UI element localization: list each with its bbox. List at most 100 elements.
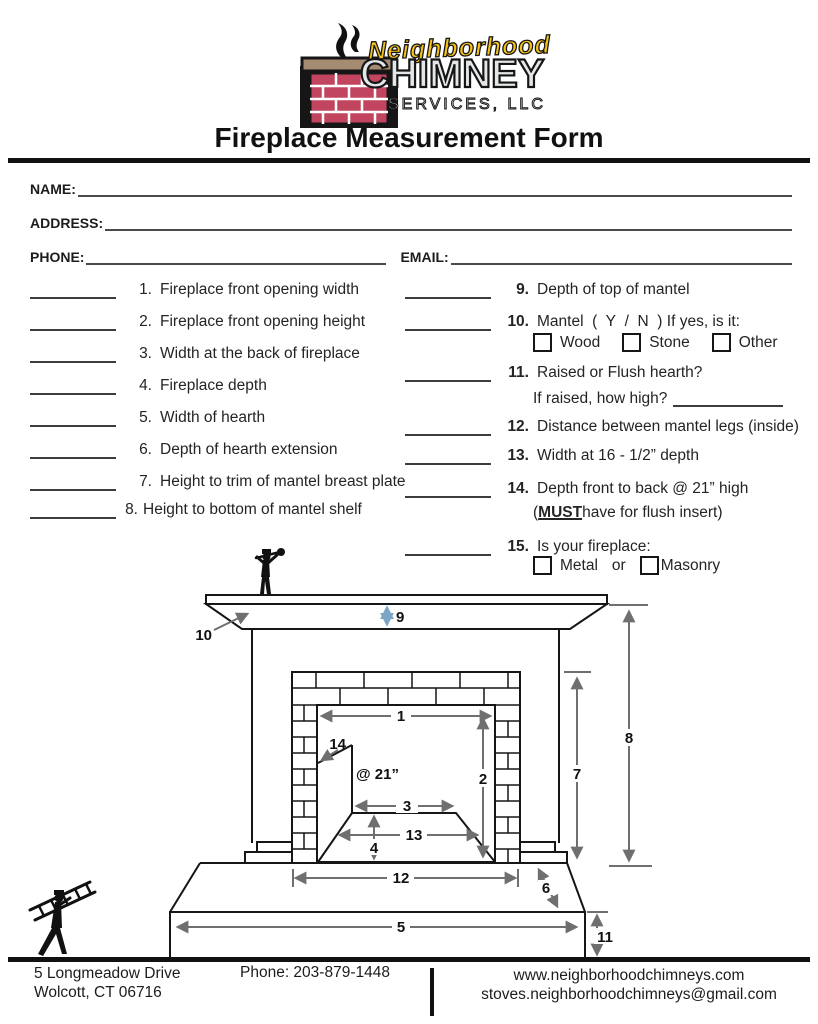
measurement-blank-13[interactable] — [405, 447, 491, 465]
item-number: 6. — [139, 441, 152, 458]
dim-label-3: 3 — [403, 798, 411, 815]
item-number: 5. — [139, 409, 152, 426]
measurement-blank-7[interactable] — [30, 473, 116, 491]
company-web-contact: www.neighborhoodchimneys.com stoves.neig… — [452, 966, 806, 1004]
measurement-blank-6[interactable] — [30, 441, 116, 459]
dim-line-14 — [319, 748, 339, 762]
item-number: 11. — [508, 364, 529, 381]
name-input-line[interactable] — [77, 180, 792, 197]
list-item: 7.Height to trim of mantel breast plate — [30, 473, 406, 491]
other-checkbox[interactable] — [711, 333, 731, 352]
chimney-sweep-ladder-icon — [28, 880, 97, 956]
item-label: Width at the back of fireplace — [160, 345, 360, 362]
mantel-shelf-top — [205, 594, 608, 605]
dim-label-10: 10 — [195, 627, 212, 644]
measurement-blank-4[interactable] — [30, 377, 116, 395]
item-label: Is your fireplace: — [537, 538, 651, 555]
page-title: Fireplace Measurement Form — [214, 122, 604, 153]
phone-email-field-row: PHONE: EMAIL: — [30, 248, 792, 265]
item-number: 12. — [507, 418, 529, 435]
address-line-1: 5 Longmeadow Drive — [34, 965, 181, 982]
metal-checkbox[interactable] — [533, 556, 552, 575]
stone-checkbox[interactable] — [622, 333, 642, 352]
measurement-blank-2[interactable] — [30, 313, 116, 331]
brick-joints-row1 — [315, 672, 509, 688]
address-input-line[interactable] — [105, 214, 792, 231]
phone-input-line[interactable] — [86, 248, 387, 265]
chimney-sweep-standing-icon — [254, 548, 285, 594]
list-item: 14. Depth front to back @ 21” high — [405, 480, 748, 498]
item-number: 13. — [507, 447, 529, 464]
left-foot-upper — [256, 841, 293, 853]
item-number: 10. — [507, 313, 529, 330]
smoke-icon — [336, 23, 360, 58]
brick-top-rows — [292, 687, 520, 706]
chimney-icon — [300, 56, 398, 128]
email-input-line[interactable] — [450, 248, 792, 265]
right-foot-lower — [519, 851, 568, 864]
raised-height-row: If raised, how high? — [533, 390, 784, 408]
dim-label-13: 13 — [406, 827, 423, 844]
list-item: 2. Fireplace front opening height — [30, 313, 365, 331]
measurement-blank-9[interactable] — [405, 281, 491, 299]
address-line-2: Wolcott, CT 06716 — [34, 984, 162, 1001]
dim-label-9: 9 — [396, 609, 404, 626]
or-label: or — [611, 556, 626, 574]
item-label: Depth front to back @ 21” high — [537, 480, 749, 497]
address-field-row: ADDRESS: — [30, 214, 792, 231]
dim-line-10 — [213, 612, 250, 631]
item-label: Width at 16 - 1/2” depth — [537, 447, 699, 464]
list-item: 8. Height to bottom of mantel shelf — [30, 501, 362, 519]
list-item: 9.Depth of top of mantel — [405, 281, 690, 299]
dim-label-14: 14 — [329, 736, 346, 753]
dim-label-6: 6 — [542, 880, 550, 897]
item-number: 9. — [516, 281, 529, 298]
measurement-blank-5[interactable] — [30, 409, 116, 427]
masonry-checkbox[interactable] — [639, 556, 659, 575]
must-emphasis: MUST — [538, 504, 583, 521]
measurement-blank-8[interactable] — [30, 501, 116, 519]
measurement-blank-10[interactable] — [405, 313, 491, 331]
item-label: Height to bottom of mantel shelf — [143, 501, 362, 518]
measurement-blank-14[interactable] — [405, 480, 491, 498]
fireplace-diagram: 1 2 3 13 4 14 @ 21” 12 5 6 11 7 — [28, 548, 652, 959]
title-divider — [8, 158, 810, 163]
dim-ticks-8 — [609, 604, 652, 867]
list-item: 11. Raised or Flush hearth? — [405, 364, 702, 382]
name-label: NAME: — [30, 181, 76, 197]
measurement-blank-3[interactable] — [30, 345, 116, 363]
mantel-shelf-body — [202, 603, 611, 630]
item-label: Depth of hearth extension — [160, 441, 338, 458]
note-rest: have for flush insert) — [582, 504, 723, 521]
list-item: 6. Depth of hearth extension — [30, 441, 338, 459]
dim-ticks-12 — [292, 869, 519, 887]
item-label: Fireplace front opening height — [160, 313, 366, 330]
measurement-blank-12[interactable] — [405, 418, 491, 436]
item-number: 2. — [139, 313, 152, 330]
phone-label: PHONE: — [30, 249, 85, 265]
raised-height-blank[interactable] — [673, 391, 784, 407]
item-label: Raised or Flush hearth? — [537, 364, 703, 381]
list-item: 5. Width of hearth — [30, 409, 265, 427]
item-number: 8. — [125, 501, 138, 518]
dim-label-5: 5 — [397, 919, 405, 936]
item-label: Fireplace depth — [160, 377, 267, 394]
company-phone: Phone: 203-879-1448 — [240, 964, 390, 981]
measurement-blank-1[interactable] — [30, 281, 116, 299]
list-item: 4.Fireplace depth — [30, 377, 267, 395]
list-item: 3.Width at the back of fireplace — [30, 345, 360, 363]
measurement-blank-11[interactable] — [405, 364, 491, 382]
item-label: Distance between mantel legs (inside) — [537, 418, 799, 435]
dim-label-11: 11 — [597, 929, 613, 946]
address-label: ADDRESS: — [30, 215, 104, 231]
list-item: 13. Width at 16 - 1/2” depth — [405, 447, 699, 465]
footer-divider — [8, 957, 810, 962]
wood-checkbox[interactable] — [533, 333, 552, 352]
measurement-blank-15[interactable] — [405, 538, 491, 556]
item-label: Width of hearth — [160, 409, 266, 426]
dim-label-7: 7 — [573, 766, 581, 783]
item-number: 14. — [507, 480, 529, 497]
left-foot-lower — [244, 851, 293, 864]
right-foot-upper — [519, 841, 556, 853]
